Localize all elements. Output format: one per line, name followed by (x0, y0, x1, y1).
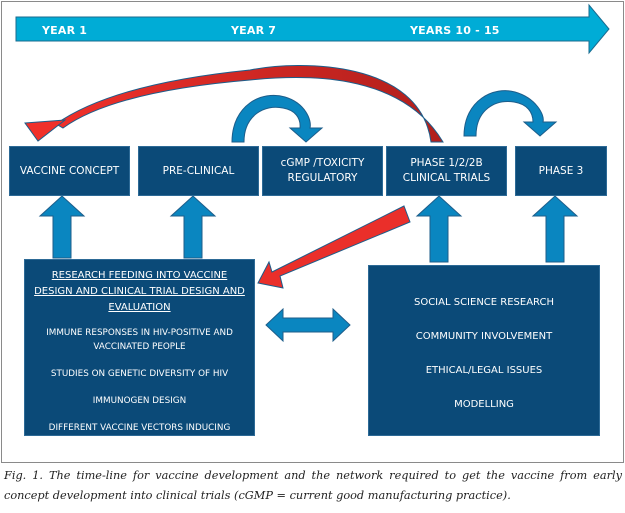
stage-label: VACCINE CONCEPT (19, 164, 120, 177)
feedback-curve-arrowhead (24, 119, 67, 142)
timeline-label-years10-15: YEARS 10 - 15 (410, 24, 500, 37)
research-item: IMMUNE RESPONSES IN HIV-POSITIVE AND VAC… (46, 328, 233, 352)
stage-label: cGMP /TOXICITY REGULATORY (280, 157, 365, 184)
timeline-label-year1: YEAR 1 (42, 24, 88, 37)
research-panel: RESEARCH FEEDING INTO VACCINE DESIGN AND… (24, 259, 255, 447)
social-item: MODELLING (454, 399, 514, 410)
up-arrow-pre-clinical (169, 195, 217, 259)
social-item: ETHICAL/LEGAL ISSUES (425, 365, 543, 376)
timeline-arrow (15, 3, 610, 55)
stage-phase-3: PHASE 3 (515, 146, 607, 196)
research-item: IMMUNOGEN DESIGN (92, 396, 187, 406)
stage-label: PHASE 1/2/2B CLINICAL TRIALS (402, 157, 491, 184)
research-panel-heading: RESEARCH FEEDING INTO VACCINE DESIGN AND… (34, 270, 245, 313)
figure-caption: Fig. 1. The time-line for vaccine develo… (4, 469, 622, 502)
research-item: STUDIES ON GENETIC DIVERSITY OF HIV (50, 369, 229, 379)
curve-arrow-phase12-to-phase3 (463, 90, 558, 137)
social-item: COMMUNITY INVOLVEMENT (415, 331, 553, 342)
research-item: DIFFERENT VACCINE VECTORS INDUCING DIFFE… (48, 423, 231, 447)
curve-arrow-preclinical-to-cgmp (231, 94, 324, 143)
feedback-curve-arrow (55, 65, 444, 143)
stage-phase-1-2-2b: PHASE 1/2/2B CLINICAL TRIALS (386, 146, 507, 196)
social-item: SOCIAL SCIENCE RESEARCH (413, 297, 555, 308)
stage-label: PRE-CLINICAL (162, 164, 235, 177)
red-arrow-phase12-to-research (257, 205, 411, 289)
up-arrows (38, 195, 579, 263)
stage-vaccine-concept: VACCINE CONCEPT (9, 146, 130, 196)
stage-label: PHASE 3 (538, 164, 584, 177)
social-panel: SOCIAL SCIENCE RESEARCH COMMUNITY INVOLV… (368, 265, 600, 436)
stage-pre-clinical: PRE-CLINICAL (138, 146, 259, 196)
up-arrow-phase3 (531, 195, 579, 263)
double-arrow-panels (265, 307, 351, 343)
stage-cgmp-toxicity-regulatory: cGMP /TOXICITY REGULATORY (262, 146, 383, 196)
timeline-label-year7: YEAR 7 (231, 24, 277, 37)
up-arrow-vaccine-concept (38, 195, 86, 259)
up-arrow-phase12 (415, 195, 463, 263)
